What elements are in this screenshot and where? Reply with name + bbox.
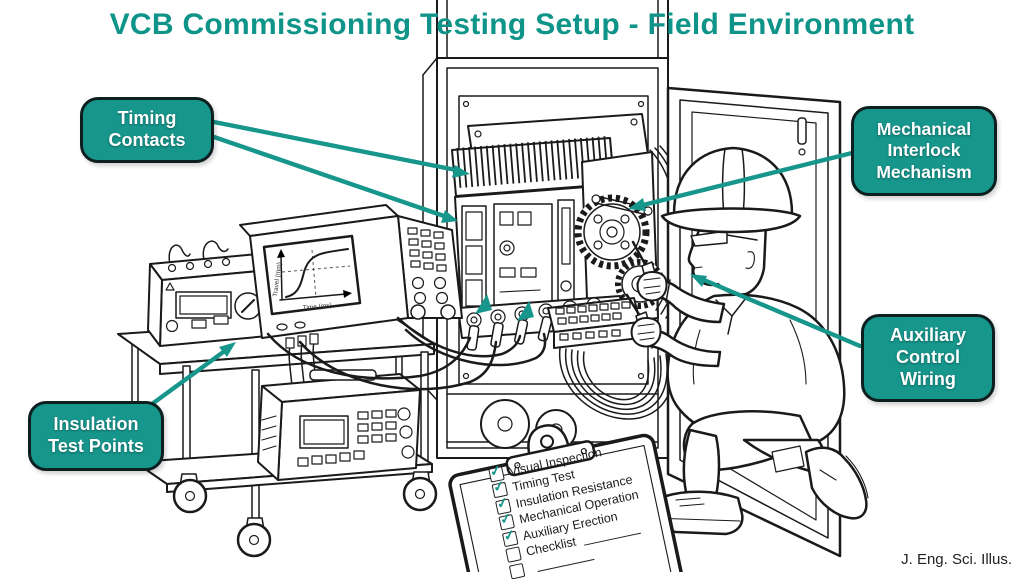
trouser-pocket xyxy=(771,445,805,473)
checkbox: ✓ xyxy=(501,525,519,547)
timing-analyzer-scope: Travel (mm) Time (ms) xyxy=(239,204,463,339)
callout-mechanical-interlock: Mechanical Interlock Mechanism xyxy=(851,106,997,196)
scope-x-label: Time (ms) xyxy=(302,302,332,312)
callout-label: Mechanical Interlock Mechanism xyxy=(876,118,972,182)
callout-auxiliary-control-wiring: Auxiliary Control Wiring xyxy=(861,314,995,402)
callout-timing-contacts: Timing Contacts xyxy=(80,97,214,163)
callout-label: Insulation Test Points xyxy=(48,414,144,456)
checkbox xyxy=(505,546,522,564)
boot-rear xyxy=(804,446,868,520)
glove-upper xyxy=(636,271,668,302)
screwdriver-lower xyxy=(625,293,642,318)
caster-wheel xyxy=(172,471,438,558)
door-handle xyxy=(797,117,807,145)
test-point-arrow xyxy=(475,294,492,314)
test-point-arrow xyxy=(517,301,534,321)
insulation-tester xyxy=(147,240,271,347)
check-icon: ✓ xyxy=(488,461,503,480)
callout-arrows xyxy=(149,119,863,407)
callout-label: Auxiliary Control Wiring xyxy=(889,325,967,389)
illustration-credit: J. Eng. Sci. Illus. xyxy=(901,551,1012,568)
screwdriver-upper xyxy=(631,240,648,268)
glove-lower xyxy=(630,317,662,348)
aux-terminal-block xyxy=(547,297,675,420)
technician xyxy=(625,146,869,536)
check-icon: ✓ xyxy=(501,525,517,544)
clipboard xyxy=(448,424,683,572)
scope-y-label: Travel (mm) xyxy=(272,262,283,297)
page-title: VCB Commissioning Testing Setup - Field … xyxy=(109,8,915,41)
check-icon: ✓ xyxy=(491,477,507,496)
test-cables xyxy=(266,316,547,391)
check-icon: ✓ xyxy=(494,493,510,512)
checkbox xyxy=(508,562,526,580)
timing-test-set xyxy=(257,333,421,481)
travel-curve xyxy=(285,248,349,298)
check-icon: ✓ xyxy=(498,509,514,528)
callout-label: Timing Contacts xyxy=(108,108,186,150)
callout-insulation-test-points: Insulation Test Points xyxy=(28,401,164,471)
